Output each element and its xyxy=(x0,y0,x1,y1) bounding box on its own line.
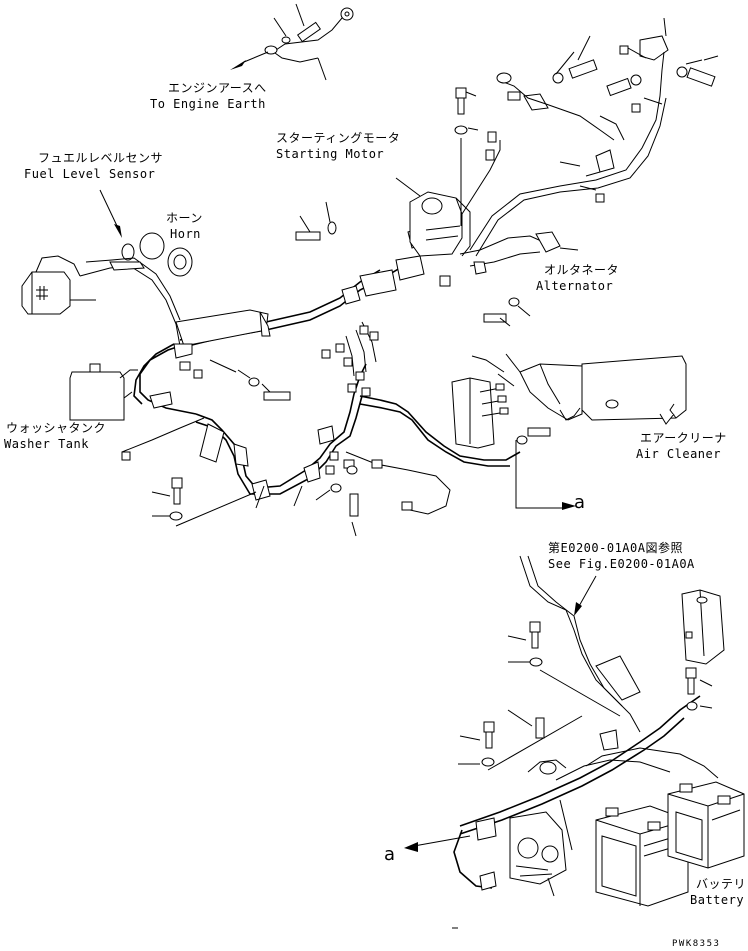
battery-right-part xyxy=(667,781,745,869)
upper-right-earth-assembly xyxy=(469,17,719,257)
washer-tank-part xyxy=(69,361,205,461)
horn-label-en: Horn xyxy=(170,227,201,241)
reference-arrow-lower xyxy=(404,835,471,852)
fuel-sensor-label-ja: フュエルレベルセンサ xyxy=(38,151,163,165)
air-cleaner-part xyxy=(451,353,687,449)
reference-a-upper: a xyxy=(574,492,585,513)
washer-tank-label-ja: ウォッシャタンク xyxy=(6,421,106,435)
battery-bolts xyxy=(458,621,713,771)
alternator-label-en: Alternator xyxy=(536,279,613,293)
document-code: PWK8353 xyxy=(672,939,720,949)
battery-left-part xyxy=(595,805,689,907)
battery-label-en: Battery xyxy=(690,893,744,907)
reference-arrow-upper xyxy=(515,440,576,510)
engine-earth-label-ja: エンジンアースへ xyxy=(168,81,267,95)
starting-motor-label-en: Starting Motor xyxy=(276,147,384,161)
alternator-bolt xyxy=(483,297,531,327)
main-harness xyxy=(79,227,521,515)
battery-cover-part xyxy=(681,589,725,665)
alternator-part xyxy=(439,231,561,287)
horn-bolt xyxy=(295,201,337,241)
horn-part xyxy=(121,232,193,277)
see-fig-label-ja: 第E0200-01A0A図参照 xyxy=(548,540,683,555)
battery-relay-part xyxy=(509,759,573,897)
reference-a-lower: a xyxy=(384,844,395,865)
fuel-sensor-label-en: Fuel Level Sensor xyxy=(24,167,155,181)
center-bolt xyxy=(209,359,291,401)
top-center-bolt xyxy=(454,87,479,226)
battery-label-ja: バッテリ xyxy=(696,877,746,891)
starting-motor-part xyxy=(409,131,501,257)
starting-motor-label-ja: スターティングモータ xyxy=(276,131,400,145)
fuel-level-sensor-part xyxy=(21,255,96,315)
air-cleaner-label-ja: エアークリーナ xyxy=(640,431,727,445)
alternator-label-ja: オルタネータ xyxy=(544,263,619,277)
lower-left-bolts xyxy=(151,465,359,537)
engine-earth-label-en: To Engine Earth xyxy=(150,97,266,111)
battery-harness xyxy=(453,555,719,891)
washer-tank-label-en: Washer Tank xyxy=(4,437,89,451)
air-cleaner-label-en: Air Cleaner xyxy=(636,447,721,461)
engine-earth-cable xyxy=(230,3,354,81)
horn-label-ja: ホーン xyxy=(166,211,203,225)
see-fig-label-en: See Fig.E0200-01A0A xyxy=(548,557,695,571)
